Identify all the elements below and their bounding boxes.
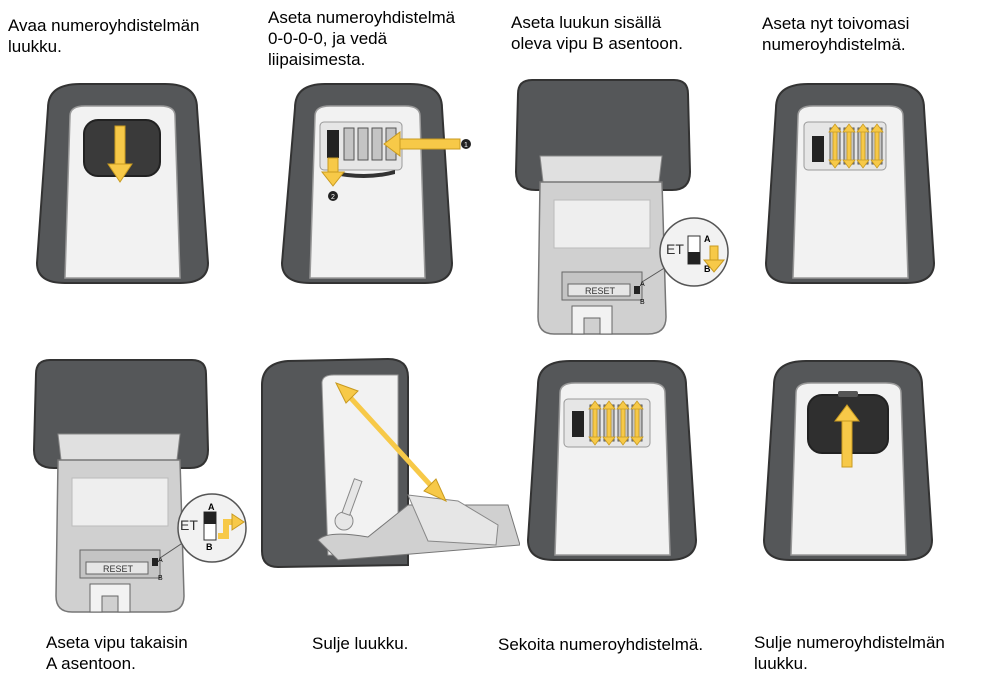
zoom-position-b-label: B	[206, 542, 213, 552]
step-7-illustration	[526, 360, 698, 561]
arrow-icon	[423, 478, 448, 503]
position-b-label: B	[640, 299, 645, 306]
arrow-up-down-icons	[828, 123, 884, 169]
step-4-caption: Aseta nyt toivomasi numeroyhdistelmä.	[762, 14, 910, 54]
position-a-label: A	[640, 281, 645, 288]
zoom-position-a-label: A	[704, 234, 711, 244]
zoom-position-b-label: B	[704, 264, 711, 274]
arrow-down-icon	[702, 259, 726, 273]
step-2-illustration: 1 2	[280, 83, 471, 284]
step-1-illustration	[35, 83, 210, 284]
step-6-caption: Sulje luukku.	[312, 634, 409, 653]
arrow-left-icon	[383, 131, 401, 157]
arrow-icon	[334, 382, 359, 404]
zoom-position-a-label: A	[208, 502, 215, 512]
reset-label: RESET	[103, 564, 134, 574]
step-3-illustration: RESET A B ET A B	[514, 79, 729, 335]
arrow-down-icon	[107, 163, 133, 183]
key-icon	[334, 478, 363, 531]
step-2-caption: Aseta numeroyhdistelmä 0-0-0-0, ja vedä …	[268, 8, 456, 69]
reset-label: RESET	[585, 286, 616, 296]
step-5-caption: Aseta vipu takaisin A asentoon.	[46, 633, 188, 673]
step-6-illustration	[261, 357, 520, 569]
step-8-illustration	[762, 360, 934, 561]
step-1-caption: Avaa numeroyhdistelmän luukku.	[8, 16, 200, 56]
step-7-caption: Sekoita numeroyhdistelmä.	[498, 635, 704, 654]
position-a-label: A	[158, 557, 163, 564]
et-label: ET	[666, 241, 684, 257]
et-label: ET	[180, 517, 198, 533]
arrow-down-icon	[320, 171, 346, 187]
arrow-up-down-icons	[588, 400, 644, 446]
position-b-label: B	[158, 575, 163, 582]
arrow-up-icon	[834, 404, 860, 422]
marker-1: 1	[464, 142, 468, 149]
arrow-right-icon	[231, 513, 245, 531]
step-5-illustration: RESET A B ET A B	[32, 359, 247, 613]
marker-2: 2	[331, 194, 335, 201]
trigger	[327, 130, 339, 158]
step-8-caption: Sulje numeroyhdistelmän luukku.	[754, 633, 945, 673]
step-4-illustration	[764, 83, 936, 284]
step-3-caption: Aseta luukun sisällä oleva vipu B asento…	[511, 13, 684, 53]
